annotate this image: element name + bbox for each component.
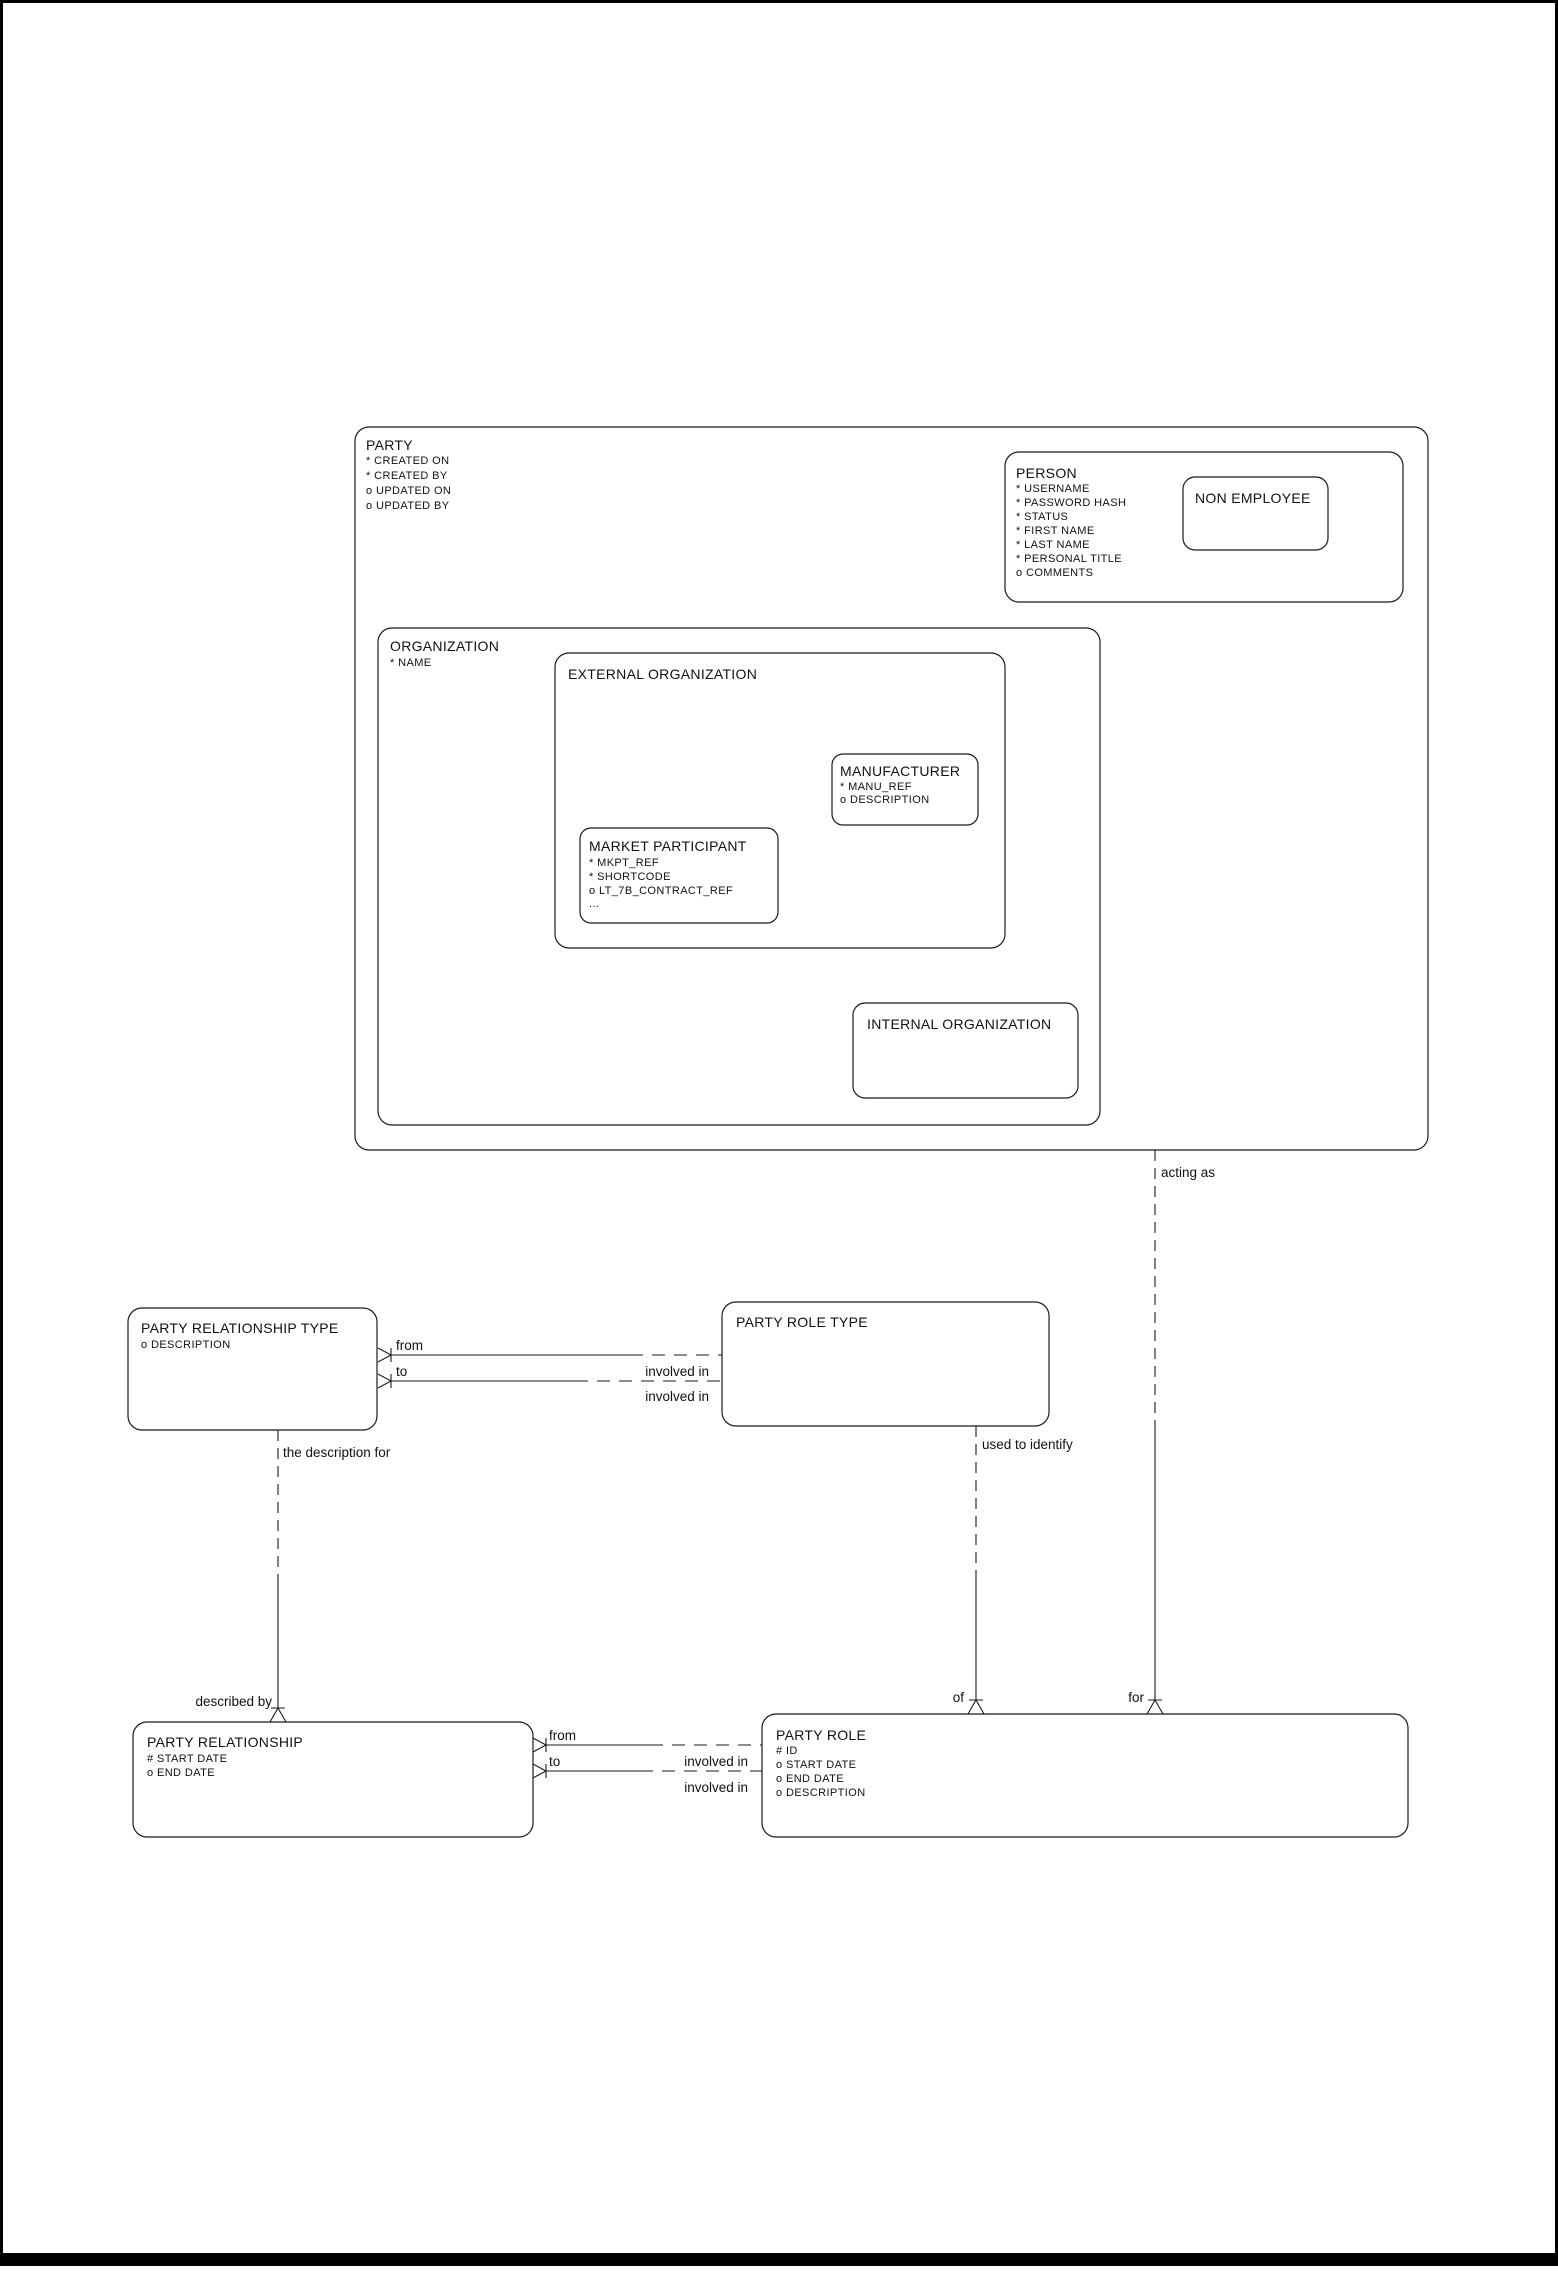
entity-party-relationship-type-title: PARTY RELATIONSHIP TYPE [141, 1320, 339, 1336]
entity-external-organization-title: EXTERNAL ORGANIZATION [568, 666, 757, 682]
entity-person-attr: * USERNAME [1016, 483, 1090, 495]
entity-person-title: PERSON [1016, 465, 1077, 481]
relationship-label-the-description-for: the description for [283, 1445, 391, 1460]
entity-manufacturer-attr: o DESCRIPTION [840, 794, 930, 806]
relationship-label-for: for [1128, 1690, 1144, 1705]
relationship-label-described-by: described by [195, 1694, 272, 1709]
entity-party-relationship-title: PARTY RELATIONSHIP [147, 1734, 303, 1750]
entity-party-role-attr: o DESCRIPTION [776, 1787, 866, 1799]
relationship-label-involved-in: involved in [645, 1364, 709, 1379]
relationship-label-involved-in: involved in [684, 1754, 748, 1769]
entity-party-attr: o UPDATED ON [366, 485, 451, 497]
relationship-label-used-to-identify: used to identify [982, 1437, 1073, 1452]
entity-person-attr: o COMMENTS [1016, 567, 1093, 579]
entity-market-participant-attr: * SHORTCODE [589, 871, 671, 883]
entity-party-role-type[interactable] [721, 1301, 1050, 1427]
entity-manufacturer-title: MANUFACTURER [840, 763, 960, 779]
relationship-acting-as-for[interactable] [1146, 1150, 1164, 1715]
crows-foot [532, 1737, 547, 1753]
entity-party-relationship[interactable] [132, 1721, 534, 1838]
entity-party-role-title: PARTY ROLE [776, 1727, 866, 1743]
entity-party-attr: o UPDATED BY [366, 500, 450, 512]
relationship-label-acting-as: acting as [1161, 1165, 1215, 1180]
entity-party-attr: * CREATED BY [366, 470, 448, 482]
relationship-label-of: of [953, 1690, 965, 1705]
entity-party-relationship-attr: # START DATE [147, 1753, 227, 1765]
entity-market-participant-attr: * MKPT_REF [589, 857, 659, 869]
crows-foot [967, 1699, 985, 1715]
entity-organization-attr: * NAME [390, 657, 432, 669]
entity-party-title: PARTY [366, 437, 413, 453]
crows-foot [1146, 1699, 1164, 1715]
relationship-description-for-described-by[interactable] [269, 1430, 287, 1723]
canvas-border-bottom [0, 2253, 1558, 2266]
entity-person-attr: * STATUS [1016, 511, 1068, 523]
entity-manufacturer[interactable] [831, 753, 979, 826]
entity-market-participant[interactable] [579, 827, 779, 924]
entity-market-participant-title: MARKET PARTICIPANT [589, 838, 747, 854]
crows-foot [269, 1707, 287, 1723]
relationship-prt-type-from-role-type[interactable] [377, 1347, 722, 1363]
relationship-party-rel-from-party-role[interactable] [532, 1737, 762, 1753]
entity-party-relationship-attr: o END DATE [147, 1767, 215, 1779]
relationship-label-from: from [549, 1728, 576, 1743]
entity-party-role-attr: o START DATE [776, 1759, 856, 1771]
relationship-label-to: to [396, 1364, 407, 1379]
relationship-label-involved-in: involved in [645, 1389, 709, 1404]
crows-foot [377, 1347, 392, 1363]
entity-party-role-attr: # ID [776, 1745, 798, 1757]
entity-party-relationship-type[interactable] [127, 1307, 378, 1431]
entity-person-attr: * PERSONAL TITLE [1016, 553, 1122, 565]
entity-person-attr: * FIRST NAME [1016, 525, 1095, 537]
entity-party-role-attr: o END DATE [776, 1773, 844, 1785]
relationship-label-from: from [396, 1338, 423, 1353]
entity-market-participant-attr: ... [589, 898, 599, 910]
entity-internal-organization[interactable] [852, 1002, 1079, 1099]
entity-party-relationship-type-attr: o DESCRIPTION [141, 1339, 231, 1351]
entity-non-employee[interactable] [1182, 476, 1329, 551]
entity-manufacturer-attr: * MANU_REF [840, 781, 912, 793]
entity-party-role-type-title: PARTY ROLE TYPE [736, 1314, 868, 1330]
entity-market-participant-attr: o LT_7B_CONTRACT_REF [589, 885, 733, 897]
crows-foot [532, 1763, 547, 1779]
entity-person-attr: * LAST NAME [1016, 539, 1090, 551]
entity-party-attr: * CREATED ON [366, 455, 449, 467]
entity-non-employee-title: NON EMPLOYEE [1195, 490, 1311, 506]
relationship-prt-type-to-role-type[interactable] [377, 1373, 722, 1389]
relationship-used-to-identify-of[interactable] [967, 1426, 985, 1715]
entity-organization-title: ORGANIZATION [390, 638, 499, 654]
entity-party-role[interactable] [761, 1713, 1409, 1838]
entity-internal-organization-title: INTERNAL ORGANIZATION [867, 1016, 1051, 1032]
relationship-label-to: to [549, 1754, 560, 1769]
entity-person-attr: * PASSWORD HASH [1016, 497, 1126, 509]
relationship-party-rel-to-party-role[interactable] [532, 1763, 762, 1779]
crows-foot [377, 1373, 392, 1389]
relationship-label-involved-in: involved in [684, 1780, 748, 1795]
